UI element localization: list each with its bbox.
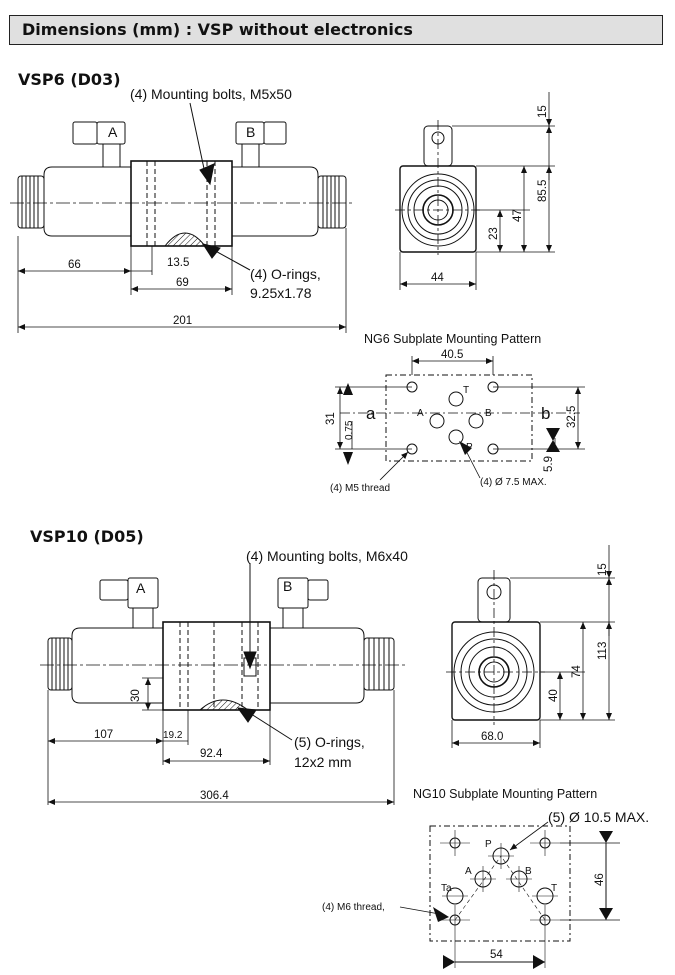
ng10-port-p: P <box>485 839 492 850</box>
ng10-port-ta: Ta <box>441 883 452 894</box>
vsp10-bolts-callout: (4) Mounting bolts, M6x40 <box>246 548 408 564</box>
ng6-dia-callout: (4) Ø 7.5 MAX. <box>480 477 547 488</box>
ng6-dim-31: 31 <box>325 412 337 425</box>
vsp6-dim-47: 47 <box>512 209 524 222</box>
vsp6-dim-15: 15 <box>537 105 549 118</box>
vsp6-dim-44: 44 <box>431 272 444 284</box>
vsp6-dim-66: 66 <box>68 259 81 271</box>
ng6-right-marker <box>546 428 560 441</box>
ng6-port-a-big: a <box>366 404 376 423</box>
vsp6-front-view <box>10 102 355 333</box>
ng10-port-a: A <box>465 866 472 877</box>
ng6-title: NG6 Subplate Mounting Pattern <box>364 332 541 346</box>
vsp6-dim-69: 69 <box>176 277 189 289</box>
vsp10-orings-callout: (5) O-rings, <box>294 734 365 750</box>
ng6-dim-0-75: 0.75 <box>344 420 355 440</box>
vsp6-coil-b-label: B <box>246 124 255 140</box>
ng10-title: NG10 Subplate Mounting Pattern <box>413 787 597 801</box>
ng6-left-marker-top <box>343 383 353 395</box>
ng10-port-t: T <box>551 883 557 894</box>
vsp10-dim-306-4: 306.4 <box>200 790 229 802</box>
vsp10-coil-b-label: B <box>283 578 292 594</box>
vsp10-side-view <box>446 545 615 748</box>
vsp6-side-view <box>395 92 555 290</box>
vsp6-bolts-callout: (4) Mounting bolts, M5x50 <box>130 86 292 102</box>
vsp10-dim-107: 107 <box>94 729 113 741</box>
vsp10-orings-size: 12x2 mm <box>294 754 352 770</box>
ng10-dia-callout: (5) Ø 10.5 MAX. <box>548 809 649 825</box>
vsp6-coil-a-label: A <box>108 124 118 140</box>
vsp6-dim-13-5: 13.5 <box>167 257 189 269</box>
ng6-left-marker <box>343 452 353 465</box>
vsp10-dim-113: 113 <box>597 642 609 660</box>
ng6-pattern <box>335 356 585 481</box>
vsp10-dim-15: 15 <box>597 563 609 576</box>
ng10-thread-arrow <box>433 907 449 922</box>
ng6-port-a: A <box>417 408 424 419</box>
vsp6-dim-85-5: 85.5 <box>537 180 549 202</box>
ng6-port-b-big: b <box>541 404 550 423</box>
vsp10-dim-92-4: 92.4 <box>200 748 223 760</box>
ng6-dim-40-5: 40.5 <box>441 349 463 361</box>
ng6-thread-callout: (4) M5 thread <box>330 483 390 494</box>
ng6-port-p: P <box>466 442 473 453</box>
vsp10-dim-68: 68.0 <box>481 731 503 743</box>
vsp6-dim-201: 201 <box>173 315 192 327</box>
ng10-dim-54: 54 <box>490 949 503 961</box>
ng6-dia-arrow <box>459 441 472 455</box>
vsp6-orings-size: 9.25x1.78 <box>250 285 312 301</box>
vsp10-coil-a-label: A <box>136 580 146 596</box>
vsp6-orings-callout: (4) O-rings, <box>250 266 321 282</box>
ng10-port-b: B <box>525 866 532 877</box>
vsp10-dim-74: 74 <box>571 665 583 678</box>
vsp10-title: VSP10 (D05) <box>30 527 144 546</box>
ng6-port-t: T <box>463 385 469 396</box>
vsp10-dim-30: 30 <box>130 689 142 702</box>
ng6-dim-5-9: 5.9 <box>543 456 555 472</box>
ng6-dim-32-5: 32.5 <box>566 406 578 428</box>
ng6-port-b: B <box>485 408 492 419</box>
ng10-thread-callout: (4) M6 thread, <box>322 902 385 913</box>
ng10-pattern <box>399 821 620 969</box>
vsp10-dim-19-2: 19.2 <box>163 730 183 741</box>
ng6-right-marker-2 <box>546 440 560 452</box>
vsp6-dim-23: 23 <box>488 227 500 240</box>
page-header: Dimensions (mm) : VSP without electronic… <box>9 15 663 45</box>
vsp6-title: VSP6 (D03) <box>18 70 121 89</box>
vsp10-front-view <box>40 563 405 805</box>
vsp10-dim-40: 40 <box>548 689 560 702</box>
ng10-dim-46: 46 <box>594 873 606 886</box>
